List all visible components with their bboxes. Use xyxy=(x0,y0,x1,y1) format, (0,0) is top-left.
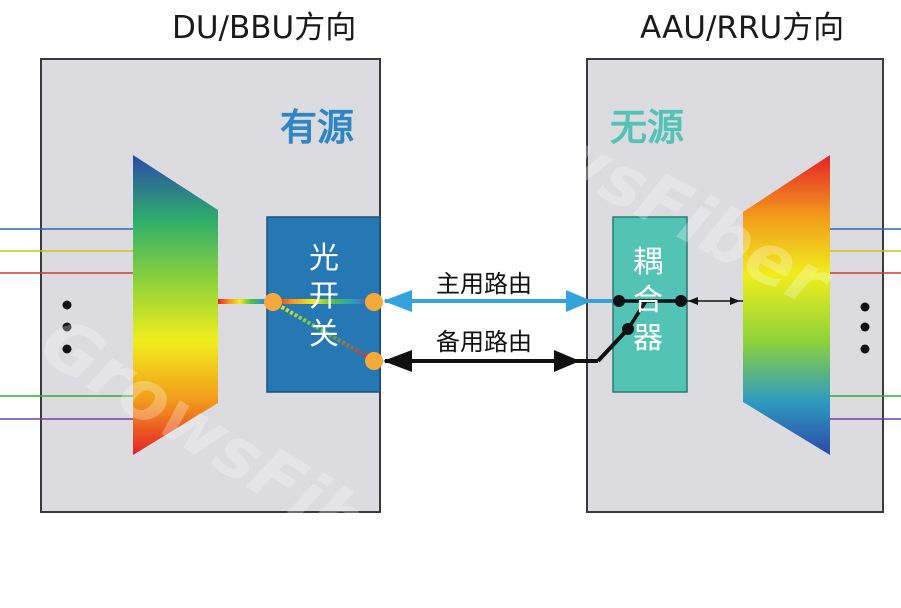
ellipsis-vertical-icon-right xyxy=(860,302,870,354)
main-route-arrow-right xyxy=(566,290,592,312)
optical-switch-label: 光开关 xyxy=(309,241,339,352)
backup-route-bend xyxy=(596,327,630,363)
optical-switch-box xyxy=(266,216,381,393)
rainbow-link-left xyxy=(218,299,273,304)
circle-node-icon-coupler-backup xyxy=(622,323,634,335)
circle-node-icon-coupler-main xyxy=(613,295,625,307)
switch-path-main xyxy=(273,299,374,304)
backup-route-label: 备用路由 xyxy=(436,328,532,356)
double-arrow-icon-left xyxy=(688,297,698,305)
coupler-label: 耦合器 xyxy=(633,245,663,356)
backup-route-arrow-left xyxy=(383,350,412,372)
backup-route-arrow-right xyxy=(554,350,580,372)
double-arrow-icon-right xyxy=(730,297,740,305)
circle-node-icon-coupler-out xyxy=(675,295,687,307)
heading-aau-rru: AAU/RRU方向 xyxy=(640,10,845,46)
main-route-label: 主用路由 xyxy=(436,270,532,298)
demultiplexer-shape xyxy=(743,155,830,455)
ellipsis-vertical-icon-left xyxy=(62,300,72,354)
switch-path-backup xyxy=(271,300,375,362)
multiplexer-shape xyxy=(133,155,218,455)
circle-node-icon-switch-in xyxy=(264,293,282,311)
circle-node-icon-switch-backup xyxy=(365,352,383,370)
circle-node-icon-switch-main xyxy=(365,293,383,311)
passive-panel-title: 无源 xyxy=(610,106,684,149)
active-panel-title: 有源 xyxy=(280,106,354,149)
diagram-shapes xyxy=(0,155,901,455)
heading-du-bbu: DU/BBU方向 xyxy=(172,10,357,46)
coupler-box xyxy=(612,216,688,393)
main-route-arrow-left xyxy=(383,290,412,312)
